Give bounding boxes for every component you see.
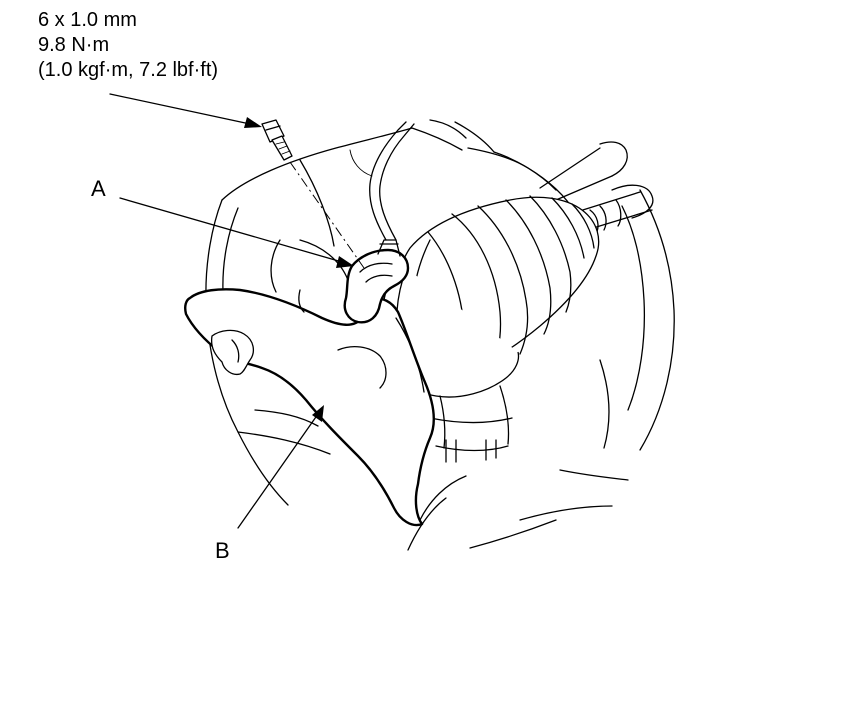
upper-arm-and-body [407,141,675,551]
torque-leader-arrow [109,93,262,128]
callout-label-b: B [215,538,230,563]
bolt-centerline [289,161,365,269]
callout-label-a: A [91,176,106,201]
callout-a-leader-arrow [119,197,354,268]
bolt [261,119,293,161]
spec-torque-nm: 9.8 N·m [38,34,110,56]
lower-arm-b [184,239,435,527]
spec-size: 6 x 1.0 mm [38,9,137,31]
callout-b-leader-arrow [237,405,324,529]
steering-knuckle-outline [205,119,495,506]
wheel-speed-sensor-a [343,239,410,324]
sensor-wire [349,121,415,241]
spec-torque-alt: (1.0 kgf·m, 7.2 lbf·ft) [38,59,219,81]
